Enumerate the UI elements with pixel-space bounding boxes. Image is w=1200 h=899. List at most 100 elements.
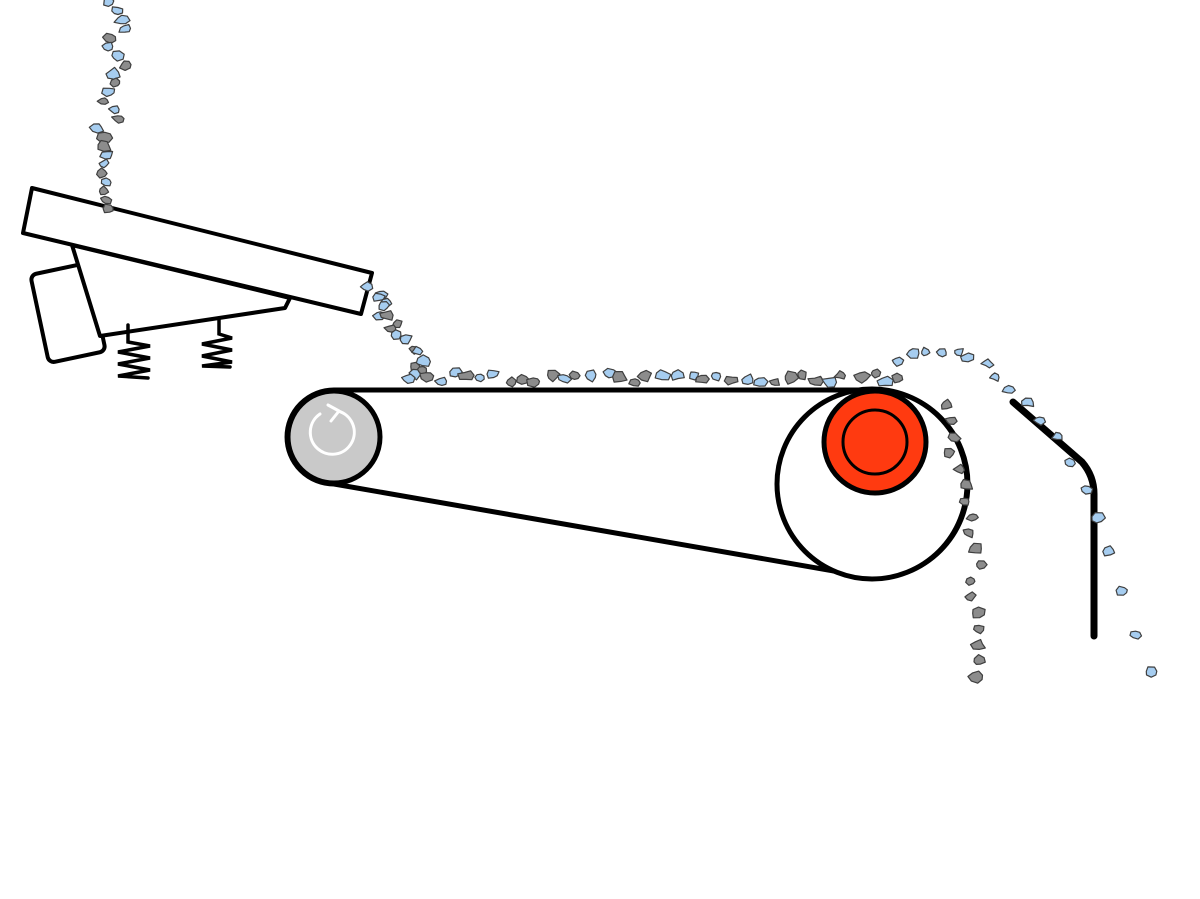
nonferrous-particle: [935, 348, 947, 358]
nonmetal-particle: [958, 497, 970, 506]
nonmetal-particle: [969, 638, 986, 651]
nonmetal-particle: [962, 528, 974, 539]
nonmetal-particle: [891, 372, 904, 384]
nonmetal-particle: [853, 371, 872, 384]
nonferrous-particle: [401, 373, 416, 384]
nonmetal-particle: [940, 398, 953, 410]
nonmetal-particle: [568, 370, 581, 380]
magnetic-rotor-core: [841, 408, 909, 476]
nonferrous-particle: [921, 346, 931, 357]
nonferrous-particle: [988, 372, 1000, 382]
nonferrous-particle: [390, 329, 402, 340]
nonferrous-particle: [654, 369, 672, 381]
nonferrous-particle: [891, 356, 905, 367]
nonmetal-particle: [965, 513, 979, 522]
nonferrous-particle: [980, 358, 995, 369]
nonferrous-particle: [1064, 457, 1076, 468]
nonmetal-particle: [95, 167, 108, 179]
nonferrous-particle: [101, 41, 114, 52]
material-particles: [88, 0, 1158, 684]
nonferrous-particle: [1129, 630, 1143, 640]
nonmetal-particle: [965, 576, 976, 586]
nonferrous-particle: [103, 0, 115, 8]
nonferrous-particle: [113, 14, 131, 25]
nonmetal-particle: [967, 542, 982, 554]
nonmetal-particle: [457, 370, 475, 381]
nonferrous-particle: [1080, 485, 1094, 495]
nonferrous-particle: [378, 301, 391, 312]
nonferrous-particle: [1145, 666, 1158, 678]
nonferrous-particle: [399, 334, 413, 345]
nonmetal-particle: [419, 372, 435, 383]
nonmetal-particle: [870, 368, 882, 379]
drive-pulley: [285, 388, 383, 486]
nonmetal-particle: [975, 560, 988, 570]
nonferrous-particle: [88, 123, 105, 134]
nonmetal-particle: [964, 591, 977, 602]
nonferrous-particle: [741, 373, 754, 385]
nonferrous-particle: [411, 345, 424, 356]
nonferrous-particle: [434, 376, 448, 386]
nonmetal-particle: [972, 606, 986, 619]
nonferrous-particle: [876, 375, 894, 387]
nonferrous-particle: [1115, 585, 1128, 596]
nonmetal-particle: [516, 373, 530, 385]
feeder-spring-left: [117, 323, 151, 380]
vibratory-feeder-tray: [21, 186, 374, 316]
nonmetal-particle: [505, 376, 517, 388]
nonferrous-particle: [1102, 545, 1116, 557]
nonmetal-particle: [102, 203, 114, 214]
nonmetal-particle: [768, 378, 781, 386]
nonmetal-particle: [972, 624, 985, 635]
nonmetal-particle: [99, 195, 113, 205]
nonmetal-particle: [109, 77, 121, 88]
nonmetal-particle: [118, 60, 132, 72]
nonmetal-particle: [110, 115, 125, 124]
nonmetal-particle: [952, 463, 966, 475]
nonferrous-particle: [954, 348, 964, 357]
nonmetal-particle: [611, 371, 628, 383]
nonferrous-particle: [905, 348, 920, 359]
nonferrous-particle: [710, 371, 722, 382]
nonferrous-particle: [111, 50, 125, 62]
nonmetal-particle: [526, 377, 541, 388]
nonmetal-particle: [723, 375, 739, 386]
nonmetal-particle: [379, 310, 394, 321]
feeder-spring-right: [201, 316, 233, 369]
nonmetal-particle: [967, 670, 984, 684]
nonferrous-particle: [1001, 384, 1016, 394]
nonferrous-particle: [100, 177, 112, 187]
nonferrous-particle: [107, 105, 120, 115]
nonferrous-particle: [753, 377, 769, 387]
nonferrous-particle: [118, 23, 132, 33]
nonmetal-particle: [98, 185, 110, 196]
nonferrous-particle: [557, 374, 573, 384]
nonmetal-particle: [97, 139, 112, 152]
nonferrous-particle: [372, 292, 386, 302]
nonferrous-particle: [1032, 416, 1047, 426]
nonferrous-particle: [1020, 397, 1035, 408]
nonferrous-particle: [1091, 511, 1107, 524]
splitter-plate: [1009, 398, 1098, 640]
nonferrous-particle: [99, 150, 114, 160]
nonmetal-particle: [101, 32, 117, 44]
nonferrous-particle: [584, 369, 597, 383]
nonferrous-particle: [98, 158, 110, 169]
nonferrous-particle: [105, 66, 121, 80]
nonferrous-particle: [821, 376, 838, 388]
nonmetal-particle: [546, 369, 561, 383]
nonmetal-particle: [784, 370, 800, 385]
nonmetal-particle: [943, 447, 956, 459]
nonferrous-particle: [101, 87, 116, 98]
nonmetal-particle: [973, 653, 986, 666]
nonmetal-particle: [947, 432, 962, 443]
nonferrous-particle: [359, 281, 374, 292]
nonferrous-particle: [1050, 431, 1063, 441]
nonmetal-particle: [807, 375, 825, 386]
nonferrous-particle: [486, 369, 500, 379]
nonmetal-particle: [833, 370, 847, 380]
nonferrous-particle: [474, 373, 485, 383]
rotation-arrow-icon: [308, 403, 356, 456]
nonmetal-particle: [96, 97, 110, 105]
nonmetal-particle: [797, 369, 807, 381]
